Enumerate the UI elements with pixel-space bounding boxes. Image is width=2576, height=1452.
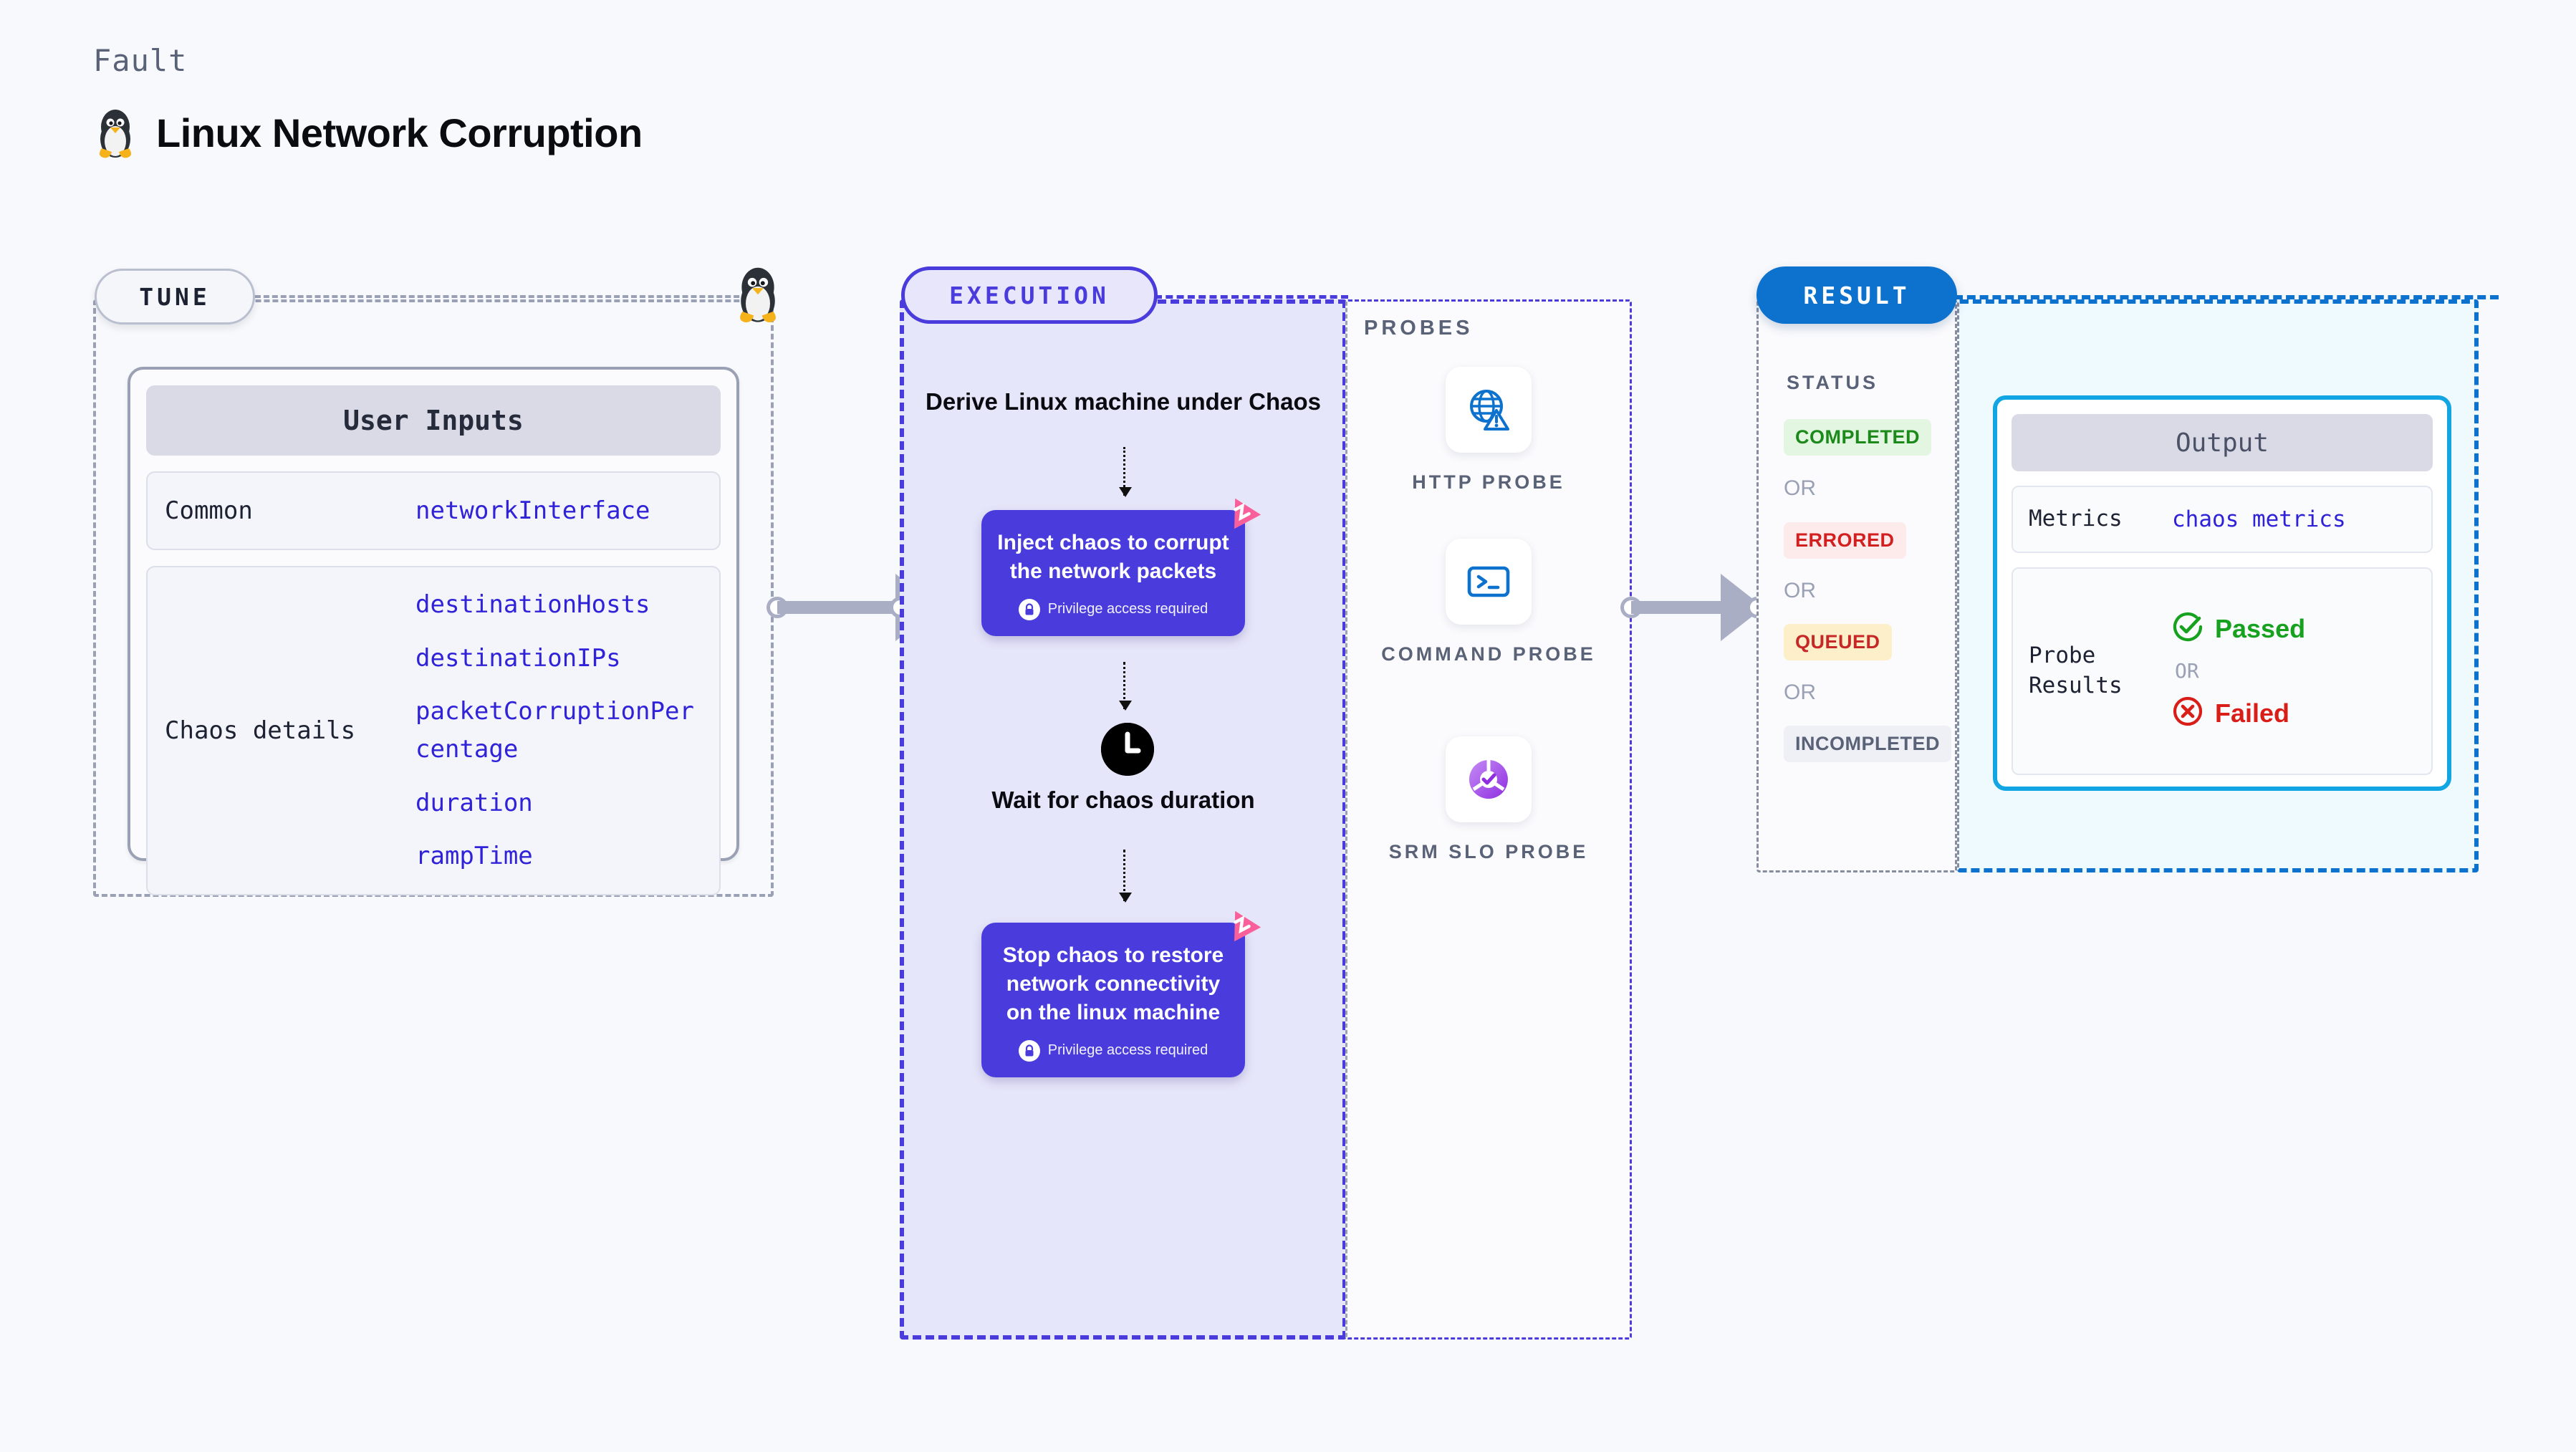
table-row: Common networkInterface bbox=[146, 471, 721, 550]
status-badge-completed: COMPLETED bbox=[1784, 419, 1932, 456]
status-badge-incompleted: INCOMPLETED bbox=[1784, 726, 1952, 762]
terminal-icon bbox=[1446, 539, 1532, 625]
page-title-row: Linux Network Corruption bbox=[93, 105, 643, 160]
slo-donut-check-icon bbox=[1446, 736, 1532, 822]
execution-node-inject-chaos[interactable]: Inject chaos to corrupt the network pack… bbox=[981, 498, 1261, 636]
execution-step-heading: Derive Linux machine under Chaos bbox=[926, 388, 1321, 415]
execution-panel: Derive Linux machine under Chaos Inject … bbox=[900, 299, 1347, 1340]
or-label: OR bbox=[1784, 681, 1816, 704]
status-badge-queued: QUEUED bbox=[1784, 624, 1892, 660]
param-ramptime: rampTime bbox=[415, 842, 533, 871]
result-connector-line bbox=[1954, 295, 2499, 299]
param-duration: duration bbox=[415, 788, 533, 817]
status-label: STATUS bbox=[1787, 372, 1878, 393]
tune-connector-line bbox=[255, 295, 756, 298]
execution-node-stop-chaos[interactable]: Stop chaos to restore network connectivi… bbox=[981, 910, 1261, 1077]
input-row-values: destinationHosts destinationIPs packetCo… bbox=[415, 586, 702, 875]
chaos-badge-icon bbox=[1224, 907, 1262, 948]
privilege-badge: Privilege access required bbox=[1018, 1039, 1208, 1062]
or-label: OR bbox=[2175, 659, 2199, 683]
param-networkinterface: networkInterface bbox=[415, 496, 650, 525]
result-panel bbox=[1756, 299, 1957, 872]
execution-connector-line bbox=[1155, 295, 1348, 299]
status-badge-errored: ERRORED bbox=[1784, 522, 1906, 559]
chaos-badge-icon bbox=[1224, 494, 1262, 535]
param-destinationips: destinationIPs bbox=[415, 643, 621, 673]
probe-srm-slo[interactable]: SRM SLO PROBE bbox=[1345, 736, 1632, 866]
user-inputs-title: User Inputs bbox=[146, 385, 721, 456]
lock-icon bbox=[1018, 1039, 1040, 1062]
probe-results-values: Passed OR Failed bbox=[2172, 611, 2305, 731]
tune-penguin-icon bbox=[732, 263, 784, 324]
input-row-values: networkInterface bbox=[415, 492, 650, 530]
result-badge: RESULT bbox=[1756, 266, 1957, 324]
page-eyebrow: Fault bbox=[93, 43, 188, 78]
or-label: OR bbox=[1784, 476, 1816, 500]
probe-label: SRM SLO PROBE bbox=[1388, 841, 1589, 862]
privilege-text: Privilege access required bbox=[1047, 601, 1208, 617]
probe-label: HTTP PROBE bbox=[1412, 471, 1565, 493]
user-inputs-card: User Inputs Common networkInterface Chao… bbox=[128, 367, 739, 896]
check-circle-icon bbox=[2172, 611, 2203, 646]
probe-results-label: Probe Results bbox=[2029, 643, 2123, 698]
node-title: Stop chaos to restore network connectivi… bbox=[1002, 943, 1224, 1024]
or-label: OR bbox=[1784, 579, 1816, 602]
flow-arrow-down bbox=[1119, 662, 1132, 711]
output-card: Output Metrics chaos metrics Probe Resul… bbox=[1993, 395, 2451, 791]
input-row-label: Common bbox=[165, 496, 253, 525]
probes-label: PROBES bbox=[1364, 317, 1474, 340]
metrics-value: chaos metrics bbox=[2172, 506, 2346, 532]
privilege-badge: Privilege access required bbox=[1018, 598, 1208, 620]
param-destinationhosts: destinationHosts bbox=[415, 590, 650, 619]
flow-arrow-down bbox=[1119, 850, 1132, 903]
linux-penguin-icon bbox=[93, 105, 138, 160]
probe-result-passed: Passed bbox=[2172, 611, 2305, 646]
execution-wait-heading: Wait for chaos duration bbox=[991, 787, 1255, 813]
probe-http[interactable]: HTTP PROBE bbox=[1345, 367, 1632, 496]
input-row-label: Chaos details bbox=[165, 716, 356, 746]
clock-icon bbox=[1101, 723, 1154, 776]
flow-arrow-down bbox=[1119, 447, 1132, 497]
table-row: Chaos details destinationHosts destinati… bbox=[146, 566, 721, 896]
globe-warning-icon bbox=[1446, 367, 1532, 453]
node-title: Inject chaos to corrupt the network pack… bbox=[997, 531, 1229, 583]
lock-icon bbox=[1018, 598, 1040, 620]
passed-label: Passed bbox=[2215, 613, 2306, 643]
page-header: Fault Linux Network Corruption bbox=[93, 43, 643, 160]
execution-badge: EXECUTION bbox=[901, 266, 1158, 324]
failed-label: Failed bbox=[2215, 698, 2290, 728]
privilege-text: Privilege access required bbox=[1047, 1042, 1208, 1059]
tune-badge: TUNE bbox=[95, 269, 255, 324]
output-title: Output bbox=[2012, 414, 2433, 471]
output-row-metrics: Metrics chaos metrics bbox=[2012, 486, 2433, 553]
probe-command[interactable]: COMMAND PROBE bbox=[1345, 539, 1632, 668]
x-circle-icon bbox=[2172, 696, 2203, 731]
probe-label: COMMAND PROBE bbox=[1381, 643, 1596, 665]
output-row-probe-results: Probe Results Passed OR bbox=[2012, 567, 2433, 775]
probe-result-failed: Failed bbox=[2172, 696, 2305, 731]
param-packetcorruptionpercentage: packetCorruptionPercentage bbox=[415, 697, 694, 764]
page-title: Linux Network Corruption bbox=[156, 110, 643, 155]
metrics-label: Metrics bbox=[2029, 506, 2123, 532]
